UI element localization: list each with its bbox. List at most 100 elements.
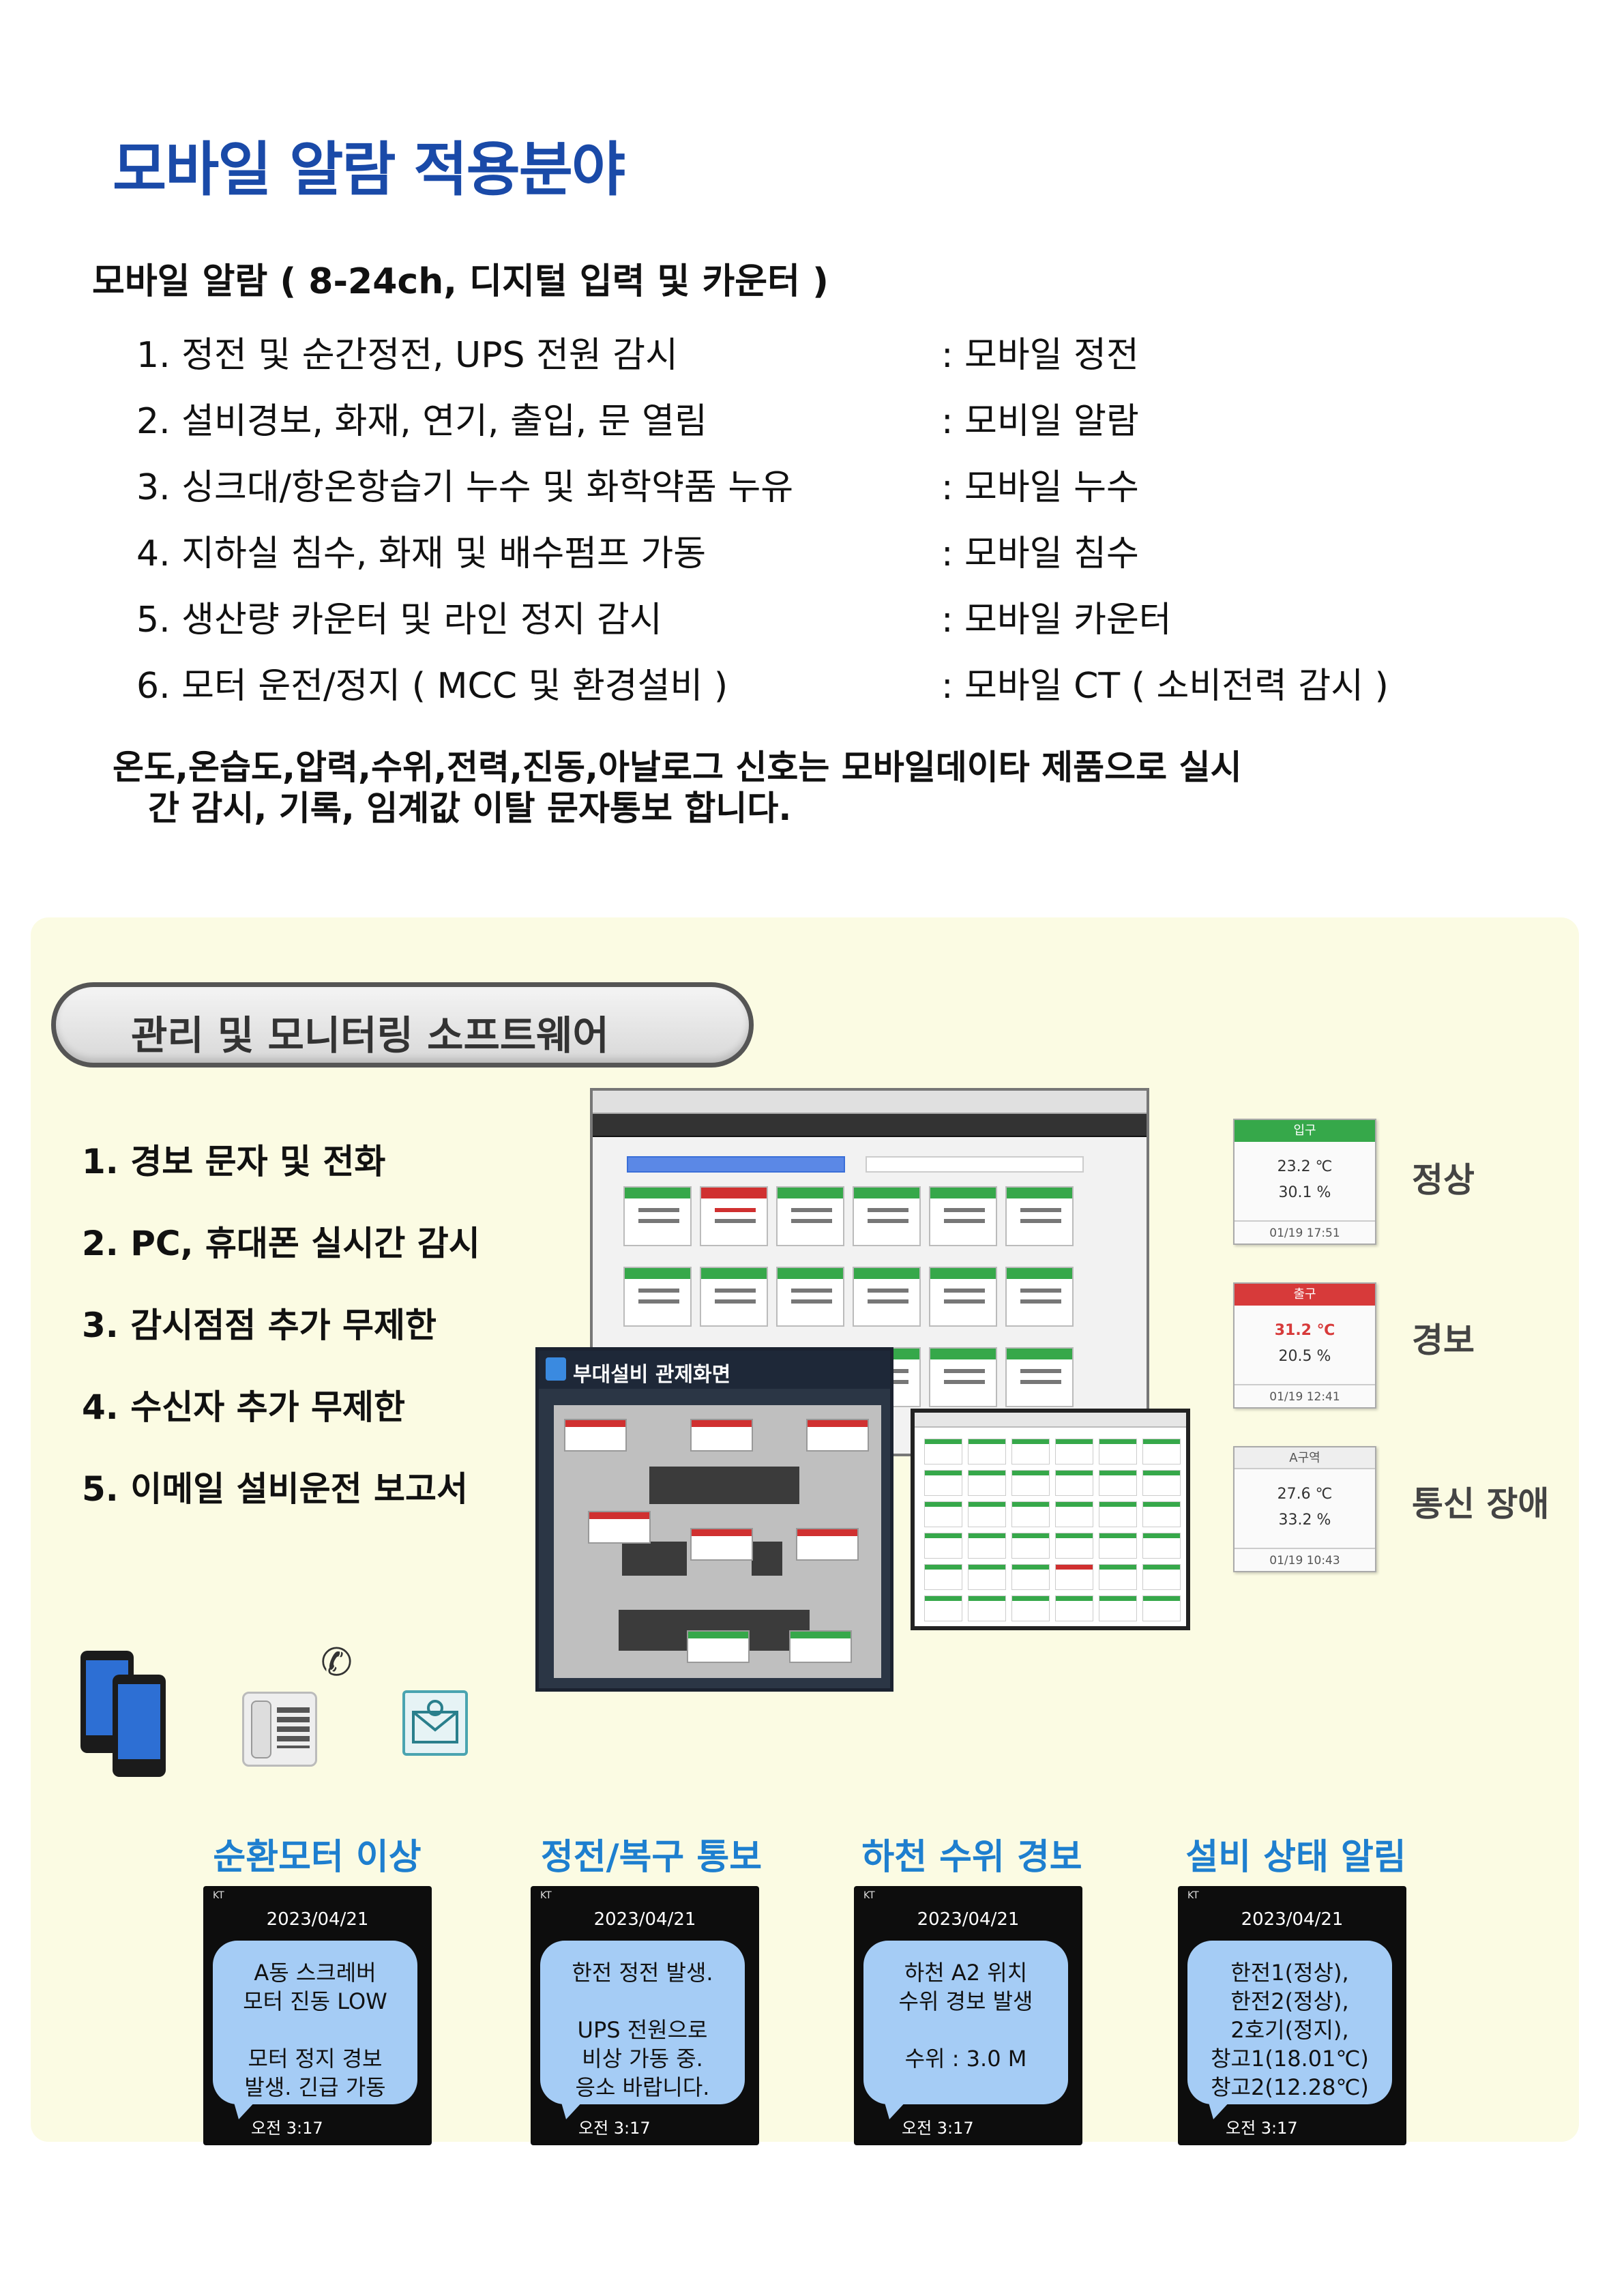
- floor-label: [789, 1630, 852, 1663]
- application-product: : 모바일 정전: [941, 335, 1139, 376]
- mini-tile: [1099, 1439, 1137, 1465]
- floor-block: [752, 1542, 782, 1576]
- floor-plan: [554, 1405, 881, 1678]
- application-desc: 1. 정전 및 순간정전, UPS 전원 감시: [136, 335, 678, 376]
- mini-tile: [968, 1439, 1006, 1465]
- control-screen-title: 부대설비 관제화면: [573, 1363, 731, 1387]
- sensor-tile: [776, 1186, 844, 1246]
- message-text: 한전1(정상), 한전2(정상), 2호기(정지), 창고1(18.01℃) 창…: [1211, 1960, 1369, 2100]
- floor-label: [796, 1528, 859, 1561]
- mini-tile: [1142, 1533, 1181, 1559]
- feature-item: 5. 이메일 설비운전 보고서: [82, 1469, 469, 1509]
- message-bubble: A동 스크레버 모터 진동 LOW 모터 정지 경보 발생. 긴급 가동: [213, 1941, 417, 2119]
- carrier-label: KT: [540, 1890, 552, 1901]
- message-text: 한전 정전 발생. UPS 전원으로 비상 가동 중. 응소 바랍니다.: [572, 1960, 713, 2100]
- mini-tile: [1099, 1533, 1137, 1559]
- application-desc: 6. 모터 운전/정지 ( MCC 및 환경설비 ): [136, 666, 728, 707]
- sensor-timestamp: 01/19 12:41: [1235, 1384, 1375, 1407]
- floor-label: [690, 1419, 753, 1452]
- tab-inactive: [866, 1156, 1084, 1173]
- application-item: 3. 싱크대/항온항습기 누수 및 화학약품 누유 : 모바일 누수: [136, 458, 1432, 525]
- application-item: 4. 지하실 침수, 화재 및 배수펌프 가동 : 모바일 침수: [136, 525, 1432, 591]
- floor-label: [564, 1419, 627, 1452]
- floor-block: [622, 1542, 687, 1576]
- application-item: 5. 생산량 카운터 및 라인 정지 감시 : 모바일 카운터: [136, 591, 1432, 657]
- sensor-values: 31.2 ℃ 20.5 %: [1235, 1318, 1375, 1370]
- mini-tile: [1099, 1595, 1137, 1621]
- mini-tile: [1055, 1439, 1093, 1465]
- control-screen: 부대설비 관제화면: [535, 1347, 893, 1692]
- application-item: 2. 설비경보, 화재, 연기, 출입, 문 열림 : 모비일 알람: [136, 392, 1432, 458]
- sensor-tile: [623, 1186, 692, 1246]
- sensor-tile: [1005, 1267, 1074, 1327]
- message-text: A동 스크레버 모터 진동 LOW 모터 정지 경보 발생. 긴급 가동: [243, 1960, 387, 2100]
- message-time: 오전 3:17: [251, 2119, 323, 2138]
- sensor-tile: [929, 1186, 997, 1246]
- application-desc: 2. 설비경보, 화재, 연기, 출입, 문 열림: [136, 401, 707, 442]
- browser-bar: [593, 1091, 1147, 1114]
- mini-tile: [968, 1533, 1006, 1559]
- mini-tile: [1142, 1439, 1181, 1465]
- mini-tile: [1142, 1564, 1181, 1590]
- mini-tile: [924, 1533, 962, 1559]
- sensor-tile: [623, 1267, 692, 1327]
- message-date: 2023/04/21: [593, 1909, 696, 1930]
- mini-tile: [1099, 1564, 1137, 1590]
- floor-label: [588, 1511, 651, 1544]
- sensor-tile: [700, 1186, 768, 1246]
- sensor-tile: [853, 1186, 921, 1246]
- sensor-timestamp: 01/19 17:51: [1235, 1220, 1375, 1243]
- floor-label: [690, 1528, 753, 1561]
- application-desc: 3. 싱크대/항온항습기 누수 및 화학약품 누유: [136, 467, 794, 508]
- sensor-card-normal: 입구 23.2 ℃ 30.1 % 01/19 17:51: [1233, 1119, 1376, 1245]
- message-time: 오전 3:17: [1226, 2119, 1298, 2138]
- sensor-tile: [700, 1267, 768, 1327]
- sensor-tile: [776, 1267, 844, 1327]
- mini-tile: [1055, 1501, 1093, 1527]
- message-time: 오전 3:17: [902, 2119, 974, 2138]
- message-time: 오전 3:17: [578, 2119, 651, 2138]
- subtitle: 모바일 알람 ( 8-24ch, 디지털 입력 및 카운터 ): [92, 261, 829, 302]
- floor-label: [806, 1419, 869, 1452]
- sensor-tile: [853, 1267, 921, 1327]
- sensor-name: 입구: [1235, 1120, 1375, 1142]
- carrier-label: KT: [213, 1890, 224, 1901]
- sms-phone: KT 2023/04/21 A동 스크레버 모터 진동 LOW 모터 정지 경보…: [203, 1886, 432, 2145]
- mini-tile: [1142, 1470, 1181, 1496]
- mini-tile: [1011, 1595, 1050, 1621]
- control-screen-header: 부대설비 관제화면: [539, 1351, 890, 1389]
- software-heading-pill: 관리 및 모니터링 소프트웨어: [51, 982, 754, 1068]
- sensor-humidity: 20.5 %: [1278, 1348, 1331, 1365]
- message-date: 2023/04/21: [266, 1909, 369, 1930]
- mini-tile: [1099, 1470, 1137, 1496]
- page-title: 모바일 알람 적용분야: [113, 136, 625, 204]
- feature-list: 1. 경보 문자 및 전화 2. PC, 휴대폰 실시간 감시 3. 감시점점 …: [82, 1134, 480, 1544]
- mini-tile: [924, 1564, 962, 1590]
- mini-tile: [924, 1439, 962, 1465]
- message-title: 하천 수위 경보: [861, 1837, 1082, 1878]
- status-normal: 정상: [1412, 1160, 1475, 1200]
- floor-label: [687, 1630, 750, 1663]
- sensor-card-alarm: 출구 31.2 ℃ 20.5 % 01/19 12:41: [1233, 1282, 1376, 1409]
- mini-tile: [1055, 1564, 1093, 1590]
- sensor-humidity: 33.2 %: [1278, 1512, 1331, 1529]
- application-product: : 모바일 CT ( 소비전력 감시 ): [941, 666, 1389, 707]
- call-icon: ✆: [321, 1640, 353, 1685]
- message-bubble: 한전1(정상), 한전2(정상), 2호기(정지), 창고1(18.01℃) 창…: [1187, 1941, 1392, 2119]
- sensor-name: 출구: [1235, 1284, 1375, 1306]
- sms-phone: KT 2023/04/21 한전 정전 발생. UPS 전원으로 비상 가동 중…: [531, 1886, 759, 2145]
- mini-tile: [1055, 1470, 1093, 1496]
- sensor-tile: [929, 1347, 997, 1407]
- carrier-label: KT: [1187, 1890, 1199, 1901]
- application-product: : 모바일 누수: [941, 467, 1139, 508]
- sensor-temp: 27.6 ℃: [1277, 1486, 1333, 1503]
- mini-tile: [924, 1470, 962, 1496]
- application-desc: 4. 지하실 침수, 화재 및 배수펌프 가동: [136, 533, 707, 574]
- sensor-timestamp: 01/19 10:43: [1235, 1548, 1375, 1571]
- mini-tile: [968, 1564, 1006, 1590]
- analog-note-line2: 간 감시, 기록, 임계값 이탈 문자통보 합니다.: [148, 789, 792, 828]
- application-item: 6. 모터 운전/정지 ( MCC 및 환경설비 ) : 모바일 CT ( 소비…: [136, 657, 1432, 723]
- app-icon: [546, 1357, 566, 1381]
- application-product: : 모바일 침수: [941, 533, 1139, 574]
